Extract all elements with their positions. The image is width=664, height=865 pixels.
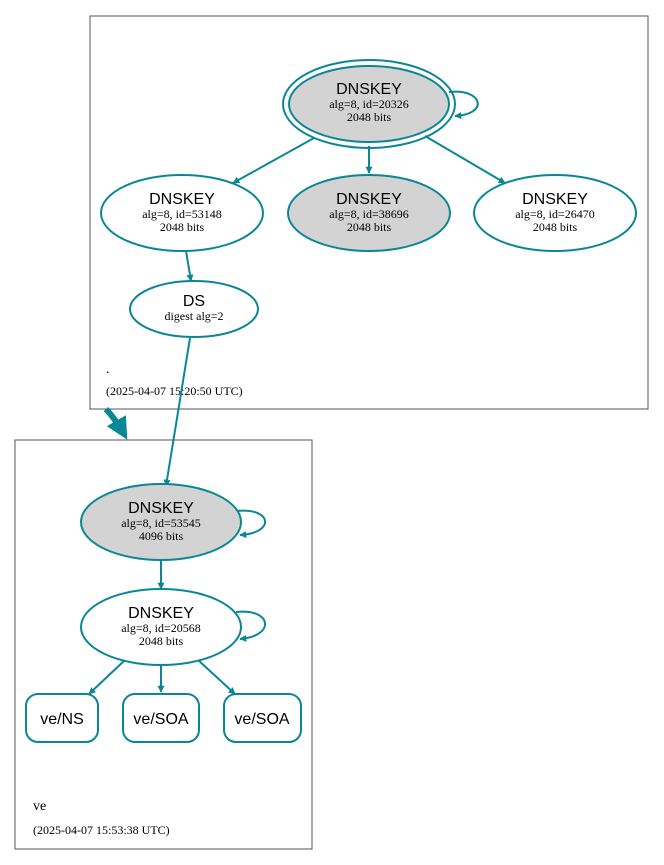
ve-zsk-node: DNSKEY alg=8, id=20568 2048 bits — [80, 588, 242, 666]
root-zsk-title: DNSKEY — [149, 191, 215, 208]
ve-soa1-node: ve/SOA — [122, 693, 200, 743]
ve-zsk-title: DNSKEY — [128, 605, 194, 622]
root-zone-timestamp: (2025-04-07 15:20:50 UTC) — [106, 384, 243, 398]
ve-ksk-self-edge — [235, 509, 266, 539]
root-zsk-detail: alg=8, id=53148 — [142, 207, 222, 221]
root-ksk-self-edge — [448, 90, 479, 120]
ve-zone-box — [14, 439, 313, 850]
root-key2-size: 2048 bits — [347, 220, 392, 234]
ve-zsk-self-edge — [235, 610, 267, 642]
root-ksk-size: 2048 bits — [347, 110, 392, 124]
root-ksk-title: DNSKEY — [336, 81, 402, 98]
ve-soa2-label: ve/SOA — [234, 711, 289, 728]
ve-ns-node: ve/NS — [25, 693, 99, 743]
ve-zone-timestamp: (2025-04-07 15:53:38 UTC) — [33, 823, 170, 837]
root-ksk-node: DNSKEY alg=8, id=20326 2048 bits — [282, 59, 456, 149]
root-zone-box — [89, 15, 649, 410]
ve-zsk-detail: alg=8, id=20568 — [121, 621, 201, 635]
ve-zone-name: ve — [33, 799, 46, 814]
root-key3-node: DNSKEY alg=8, id=26470 2048 bits — [473, 174, 637, 252]
root-ksk-detail: alg=8, id=20326 — [329, 97, 409, 111]
ve-ns-label: ve/NS — [40, 711, 84, 728]
ve-ksk-title: DNSKEY — [128, 500, 194, 517]
root-ksk-to-key3-edge — [424, 135, 506, 184]
ve-ksk-node: DNSKEY alg=8, id=53545 4096 bits — [80, 483, 242, 561]
ds-title: DS — [183, 293, 205, 310]
ve-soa2-node: ve/SOA — [223, 693, 302, 743]
root-key2-node: DNSKEY alg=8, id=38696 2048 bits — [287, 174, 451, 252]
root-key2-title: DNSKEY — [336, 191, 402, 208]
root-zsk-node: DNSKEY alg=8, id=53148 2048 bits — [100, 174, 264, 252]
ve-zsk-size: 2048 bits — [139, 634, 184, 648]
ds-node: DS digest alg=2 — [129, 280, 259, 338]
root-key3-title: DNSKEY — [522, 191, 588, 208]
root-ksk-to-zsk-edge — [232, 137, 315, 184]
ve-soa1-label: ve/SOA — [133, 711, 188, 728]
root-zsk-size: 2048 bits — [160, 220, 205, 234]
ds-detail: digest alg=2 — [164, 309, 223, 323]
root-key3-detail: alg=8, id=26470 — [515, 207, 595, 221]
ds-to-ve-ksk-edge — [163, 337, 191, 487]
ve-zsk-to-soa2-edge — [197, 659, 236, 695]
ve-ksk-size: 4096 bits — [139, 529, 184, 543]
root-key3-size: 2048 bits — [533, 220, 578, 234]
root-zsk-to-ds-edge — [185, 250, 194, 282]
ve-ksk-detail: alg=8, id=53545 — [121, 516, 201, 530]
root-key2-detail: alg=8, id=38696 — [329, 207, 409, 221]
ve-zsk-to-ns-edge — [88, 659, 126, 695]
root-zone-name: . — [106, 362, 110, 377]
delegation-edge — [103, 406, 128, 440]
